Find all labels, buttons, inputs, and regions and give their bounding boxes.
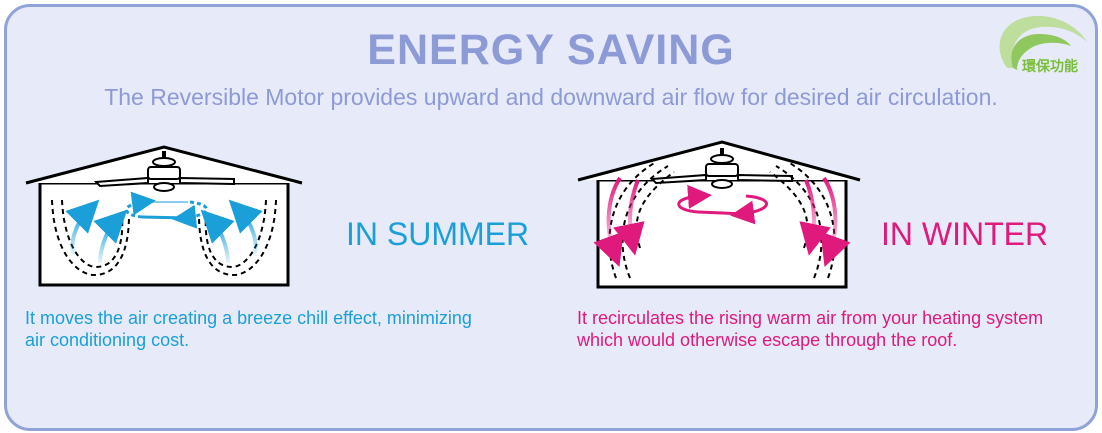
winter-description-line2: which would otherwise escape through the… [577,330,958,350]
winter-house-diagram [577,140,861,289]
summer-label: IN SUMMER [346,216,530,252]
summer-house-diagram [25,145,303,287]
summer-description-line2: air conditioning cost. [25,330,190,350]
winter-description-line1: It recirculates the rising warm air from… [577,308,1044,328]
leaf-icon [999,15,1087,70]
page-subtitle: The Reversible Motor provides upward and… [104,84,998,110]
winter-description: It recirculates the rising warm air from… [577,307,1097,351]
summer-description-line1: It moves the air creating a breeze chill… [25,308,472,328]
summer-description: It moves the air creating a breeze chill… [25,307,545,351]
winter-label: IN WINTER [881,216,1049,252]
page-title: ENERGY SAVING [367,26,735,74]
badge-label: 環保功能 [1022,58,1078,74]
